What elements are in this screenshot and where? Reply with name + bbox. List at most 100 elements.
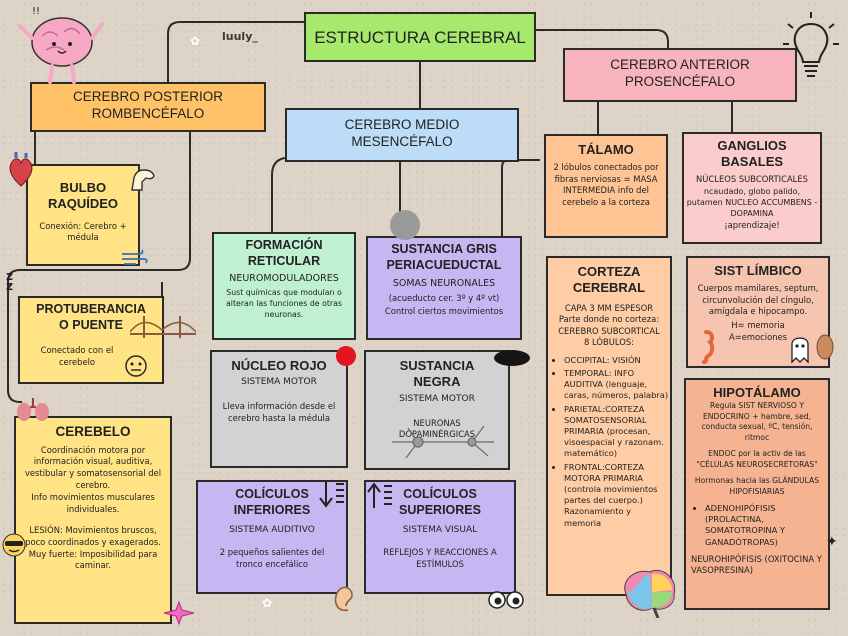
coliculos-inf-title: COLÍCULOS INFERIORES: [198, 487, 346, 518]
arrow-down-icon: [318, 480, 346, 514]
coliculos-sup-title-line2: SUPERIORES: [399, 502, 481, 517]
ganglios-sub: NÚCLEOS SUBCORTICALES: [696, 173, 808, 184]
coliculos-sup-title-line1: COLÍCULOS: [403, 487, 477, 501]
nucleo-rojo-title: NÚCLEO ROJO: [231, 358, 327, 373]
coliculos-sup-box: COLÍCULOS SUPERIORES SISTEMA VISUAL REFL…: [364, 480, 516, 594]
cerebelo-title: CEREBELO: [55, 424, 131, 439]
cerebelo-text: Coordinación motora por información visu…: [24, 444, 162, 490]
sustancia-gris-title: SUSTANCIA GRIS PERIACUEDUCTAL: [368, 242, 520, 273]
bulbo-title: BULBO RAQUÍDEO: [28, 180, 138, 213]
protuberancia-title-line2: O PUENTE: [59, 317, 123, 332]
ganglios-title-line2: BASALES: [720, 154, 784, 170]
corteza-title-line1: CORTEZA: [577, 264, 641, 279]
formacion-title-line1: FORMACIÓN: [245, 238, 323, 252]
limbico-title: SIST LÍMBICO: [714, 263, 802, 278]
sustancia-gris-sub: SOMAS NEURONALES: [392, 278, 496, 290]
black-dot-icon: [494, 350, 530, 366]
hipotalamo-text4: NEUROHIPÓFISIS (OXITOCINA Y VASOPRESINA): [691, 553, 822, 576]
ganglios-title-line1: GANGLIOS: [717, 138, 787, 153]
ganglios-text2: ¡aprendizaje!: [724, 220, 780, 231]
hipotalamo-title: HIPOTÁLAMO: [713, 385, 801, 400]
ear-icon: [330, 580, 356, 618]
cerebelo-box: CEREBELO Coordinación motora por informa…: [14, 416, 172, 624]
coliculos-inf-box: COLÍCULOS INFERIORES SISTEMA AUDITIVO 2 …: [196, 480, 348, 594]
formacion-title: FORMACIÓN RETICULAR: [214, 238, 354, 269]
sparkle-icon: [160, 600, 198, 630]
sustancia-gris-box: SUSTANCIA GRIS PERIACUEDUCTAL SOMAS NEUR…: [366, 236, 522, 340]
formacion-box: FORMACIÓN RETICULAR NEUROMODULADORES Sus…: [212, 232, 356, 340]
formacion-title-line2: RETICULAR: [247, 253, 321, 268]
star-icon: ✦: [826, 534, 838, 550]
sustancia-negra-sub: SISTEMA MOTOR: [399, 393, 475, 404]
ghost-icon: [790, 334, 810, 368]
corteza-lobulos-list: OCCIPITAL: VISIÓN TEMPORAL: INFO AUDITIV…: [548, 355, 670, 529]
protuberancia-text: Conectado con el cerebelo: [40, 345, 114, 367]
lobulo-item: TEMPORAL: INFO AUDITIVA (lenguaje, caras…: [564, 368, 670, 402]
nucleo-rojo-box: NÚCLEO ROJO SISTEMA MOTOR Lleva informac…: [210, 350, 348, 468]
neuron-icon: [388, 420, 498, 468]
coliculos-sup-sub: SISTEMA VISUAL: [402, 525, 478, 536]
bulbo-title-line2: RAQUÍDEO: [47, 196, 119, 212]
talamo-text: 2 lóbulos conectados por fibras nerviosa…: [553, 162, 659, 208]
coliculos-sup-title: COLÍCULOS SUPERIORES: [366, 487, 514, 518]
hipotalamo-bullet: ADENOHIPÓFISIS (PROLACTINA, SOMATOTROPIN…: [705, 503, 825, 548]
corteza-box: CORTEZA CEREBRAL CAPA 3 MM ESPESOR Parte…: [546, 256, 672, 596]
talamo-title: TÁLAMO: [578, 142, 634, 157]
lightbulb-icon: [780, 10, 842, 90]
hipotalamo-box: HIPOTÁLAMO Regula SIST NERVIOSO Y ENDOCR…: [684, 378, 830, 610]
flexed-arm-icon: [128, 164, 158, 196]
talamo-box: TÁLAMO 2 lóbulos conectados por fibras n…: [544, 134, 668, 238]
sustancia-negra-title-line2: NEGRA: [413, 374, 461, 390]
nucleo-rojo-text: Lleva información desde el cerebro hasta…: [222, 401, 336, 423]
anterior-subtitle: PROSENCÉFALO: [624, 73, 736, 89]
posterior-title: CEREBRO POSTERIOR: [72, 89, 224, 104]
eyes-icon: [488, 590, 524, 614]
almond-icon: [814, 332, 836, 366]
limbico-a: A=emociones: [728, 331, 788, 342]
corteza-text: CAPA 3 MM ESPESOR: [564, 302, 654, 313]
sustancia-gris-text: (acueducto cer. 3º y 4º vt): [388, 293, 500, 304]
sustancia-negra-box: SUSTANCIA NEGRA SISTEMA MOTOR NEURONAS D…: [364, 350, 510, 470]
protuberancia-box: PROTUBERANCIA O PUENTE Conectado con el …: [18, 296, 164, 384]
sustancia-gris-title-line2: PERIACUEDUCTAL: [386, 257, 502, 272]
coliculos-inf-sub: SISTEMA AUDITIVO: [229, 525, 315, 536]
brain-colorful-icon: [618, 564, 680, 622]
limbico-h: H= memoria: [731, 320, 785, 331]
brain-character-icon: !!: [14, 4, 106, 90]
hipotalamo-text3: Hormonas hacia las GLÁNDULAS HIPOFISIARI…: [694, 476, 820, 496]
svg-text:!!: !!: [32, 6, 40, 17]
cerebelo-lesion: LESIÓN: Movimientos bruscos, poco coordi…: [25, 525, 161, 571]
corteza-text3: 8 LÓBULOS:: [584, 337, 634, 348]
seahorse-icon: [696, 330, 718, 368]
lobulo-item: FRONTAL:CORTEZA MOTORA PRIMARIA (control…: [564, 462, 670, 529]
anterior-title: CEREBRO ANTERIOR: [610, 57, 750, 72]
protuberancia-title: PROTUBERANCIA O PUENTE: [20, 302, 162, 333]
hipotalamo-list: ADENOHIPÓFISIS (PROLACTINA, SOMATOTROPIN…: [689, 503, 825, 548]
anterior-box: CEREBRO ANTERIOR PROSENCÉFALO: [563, 48, 797, 102]
bridge-icon: [129, 312, 197, 346]
bulbo-title-line1: BULBO: [59, 180, 107, 195]
coliculos-inf-title-line1: COLÍCULOS: [235, 487, 309, 501]
ganglios-box: GANGLIOS BASALES NÚCLEOS SUBCORTICALES n…: [682, 132, 822, 244]
medio-box: CEREBRO MEDIO MESENCÉFALO: [285, 108, 519, 162]
protuberancia-title-line1: PROTUBERANCIA: [36, 302, 146, 316]
sustancia-negra-text: NEURONAS DOPAMINÉRGICAS: [398, 417, 476, 440]
posterior-box: CEREBRO POSTERIOR ROMBENCÉFALO: [30, 82, 266, 132]
medio-title: CEREBRO MEDIO: [344, 117, 460, 132]
wind-icon: [120, 248, 148, 272]
sustancia-negra-title-line1: SUSTANCIA: [399, 358, 475, 373]
flower-icon: ✿: [262, 596, 273, 610]
bulbo-box: BULBO RAQUÍDEO Conexión: Cerebro + médul…: [26, 164, 140, 266]
cerebelo-text2: Info movimientos musculares individuales…: [31, 492, 155, 514]
page-title: ESTRUCTURA CEREBRAL: [314, 28, 526, 47]
formacion-text: Sust químicas que modulan o alteran las …: [226, 288, 342, 319]
lobulo-item: OCCIPITAL: VISIÓN: [564, 355, 670, 366]
nucleo-rojo-sub: SISTEMA MOTOR: [241, 377, 317, 388]
corteza-title: CORTEZA CEREBRAL: [548, 264, 670, 297]
limbico-text: Cuerpos mamilares, septum, circunvolució…: [697, 283, 819, 317]
coliculos-inf-title-line2: INFERIORES: [233, 502, 311, 517]
ganglios-title: GANGLIOS BASALES: [684, 138, 820, 171]
posterior-subtitle: ROMBENCÉFALO: [91, 105, 205, 121]
